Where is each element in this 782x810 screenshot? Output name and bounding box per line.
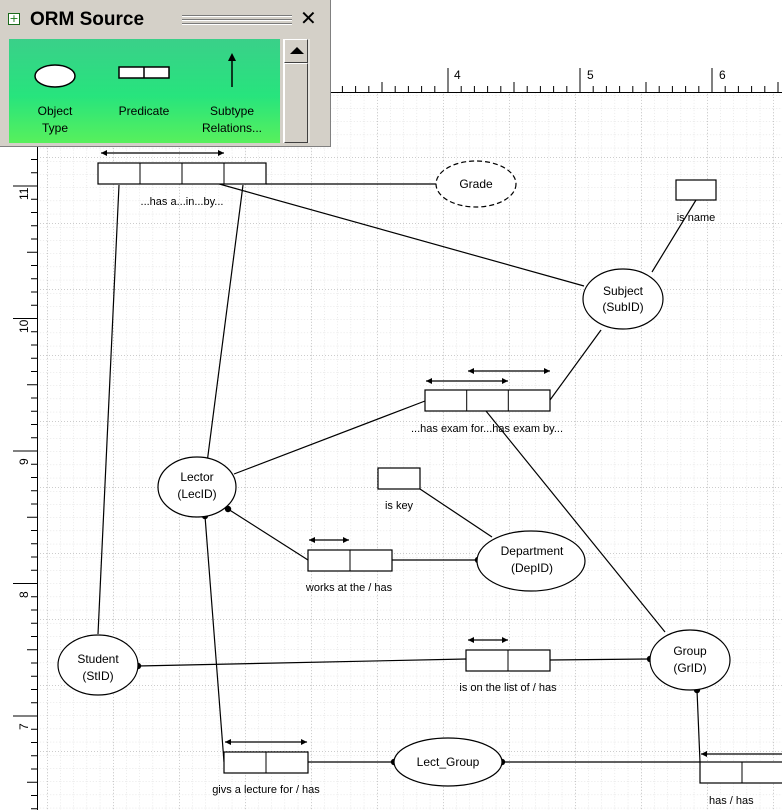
entity-name: Grade: [459, 177, 493, 191]
window-title: ORM Source: [30, 9, 145, 30]
entity-department[interactable]: Department (DepID): [476, 530, 586, 592]
predicate-reading: ...has a...in...by...: [141, 196, 224, 208]
predicate-is-key[interactable]: is key: [377, 467, 421, 512]
scroll-up-button[interactable]: [284, 39, 308, 63]
predicate-reading: works at the / has: [305, 582, 393, 594]
tool-label: Relations...: [201, 121, 263, 135]
predicate-works-at[interactable]: works at the / has: [305, 549, 393, 594]
tool-label: Predicate: [118, 104, 170, 118]
entity-lect-group[interactable]: Lect_Group: [393, 737, 503, 787]
predicate-on-list[interactable]: is on the list of / has: [459, 649, 557, 694]
orm-source-icon: +: [8, 12, 20, 25]
ruler-label-4: 4: [454, 68, 461, 82]
entity-grade[interactable]: Grade: [435, 160, 517, 208]
entity-name: Department: [501, 544, 564, 558]
ruler-label-5: 5: [587, 68, 594, 82]
object-type-icon: [34, 64, 76, 88]
entity-ref: (SubID): [602, 300, 643, 314]
predicate-grade[interactable]: ...has a...in...by...: [97, 162, 267, 208]
predicate-reading: is name: [677, 212, 716, 224]
tool-subtype-relation[interactable]: Subtype Relations...: [187, 39, 277, 143]
connectors: [97, 179, 701, 763]
entity-name: Group: [673, 644, 707, 658]
entity-name: Lect_Group: [417, 755, 480, 769]
entity-ref: (StID): [82, 669, 113, 683]
entity-ref: (GrID): [673, 661, 706, 675]
entity-ref: (LecID): [177, 487, 216, 501]
predicate-reading: givs a lecture for / has: [212, 784, 320, 796]
orm-source-window: + ORM Source ✕ Object Type Predicate: [0, 0, 331, 147]
predicate-exam[interactable]: ...has exam for...has exam by...: [411, 389, 563, 435]
tool-label: Type: [41, 121, 68, 135]
entity-lector[interactable]: Lector (LecID): [157, 456, 237, 518]
tool-label: Object: [37, 104, 73, 118]
predicate-reading: ...has exam for...has exam by...: [411, 423, 563, 435]
ruler-label-7: 7: [17, 723, 31, 730]
tool-label: Subtype: [209, 104, 255, 118]
predicate-has-has[interactable]: has / has: [699, 761, 782, 807]
predicate-reading: has / has: [709, 795, 754, 807]
uniqueness-constraints: [101, 150, 782, 757]
close-icon[interactable]: ✕: [300, 6, 317, 30]
entity-subject[interactable]: Subject (SubID): [582, 268, 664, 330]
vertical-ruler: 11 10 9 8 7: [0, 147, 38, 810]
ruler-label-11: 11: [17, 187, 31, 200]
entity-name: Student: [77, 652, 119, 666]
entity-student[interactable]: Student (StID): [57, 634, 139, 696]
predicate-reading: is key: [385, 500, 414, 512]
window-titlebar[interactable]: + ORM Source ✕: [4, 6, 326, 34]
entity-ref: (DepID): [511, 561, 553, 575]
horizontal-ruler: 4 5 6: [331, 60, 782, 93]
ruler-label-10: 10: [17, 319, 31, 333]
grid-major: [38, 93, 782, 810]
predicate-icon: [118, 66, 170, 79]
ruler-label-8: 8: [17, 591, 31, 598]
entity-name: Lector: [180, 470, 213, 484]
toolbox-scrollbar[interactable]: [283, 39, 310, 143]
toolbox-items: Object Type Predicate Subtype Relations.…: [9, 39, 280, 143]
entity-group[interactable]: Group (GrID): [649, 629, 731, 691]
drag-grip[interactable]: [182, 14, 292, 26]
entity-name: Subject: [603, 284, 644, 298]
tool-predicate[interactable]: Predicate: [101, 39, 187, 143]
ruler-label-9: 9: [17, 458, 31, 465]
predicate-lecture[interactable]: givs a lecture for / has: [212, 751, 320, 796]
scroll-thumb[interactable]: [284, 63, 308, 143]
tool-object-type[interactable]: Object Type: [15, 39, 95, 143]
subtype-arrow-icon: [228, 53, 236, 87]
ruler-label-6: 6: [719, 68, 726, 82]
predicate-is-name[interactable]: is name: [675, 179, 717, 224]
predicate-reading: is on the list of / has: [459, 682, 557, 694]
